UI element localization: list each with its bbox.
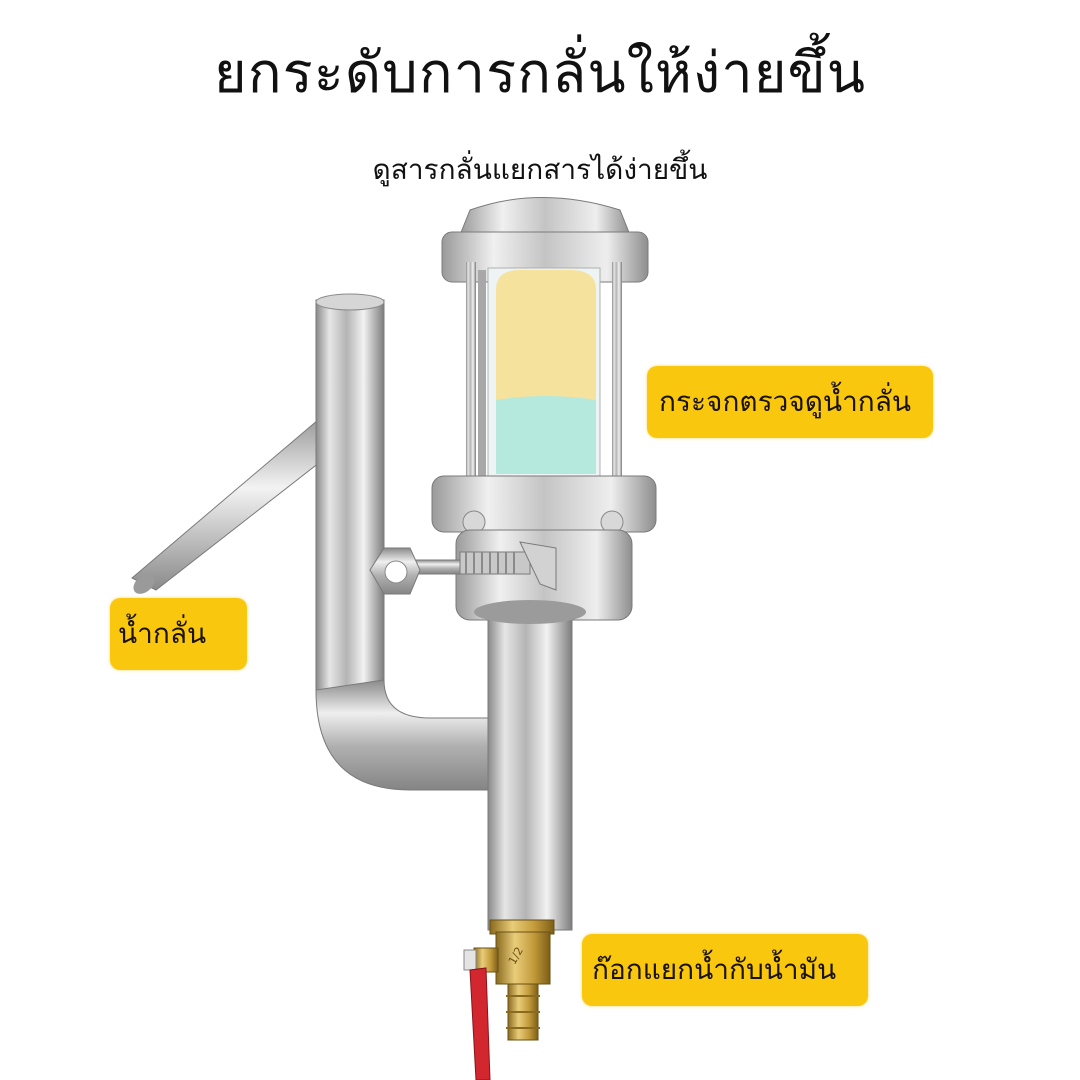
clamp-wing-nut — [369, 541, 557, 595]
main-down-pipe — [487, 599, 573, 931]
sight-glass-assembly — [369, 197, 657, 624]
water-layer — [496, 396, 596, 474]
diagonal-inlet-pipe — [131, 419, 339, 594]
page-subtitle: ดูสารกลั่นแยกสารได้ง่ายขึ้น — [372, 153, 708, 186]
page-title: ยกระดับการกลั่นให้ง่ายขึ้น — [213, 41, 867, 106]
oil-layer — [496, 270, 596, 400]
callout-sight-glass: กระจกตรวจดูน้ำกลั่น — [647, 366, 933, 438]
callout-distillate-outlet: น้ำกลั่น — [110, 598, 247, 670]
separator-valve: 1/2 — [463, 919, 555, 1080]
u-bend-pipe — [315, 293, 501, 791]
hose-barb — [506, 983, 540, 1041]
callout-separator-valve: ก๊อกแยกน้ำกับน้ำมัน — [582, 934, 868, 1006]
